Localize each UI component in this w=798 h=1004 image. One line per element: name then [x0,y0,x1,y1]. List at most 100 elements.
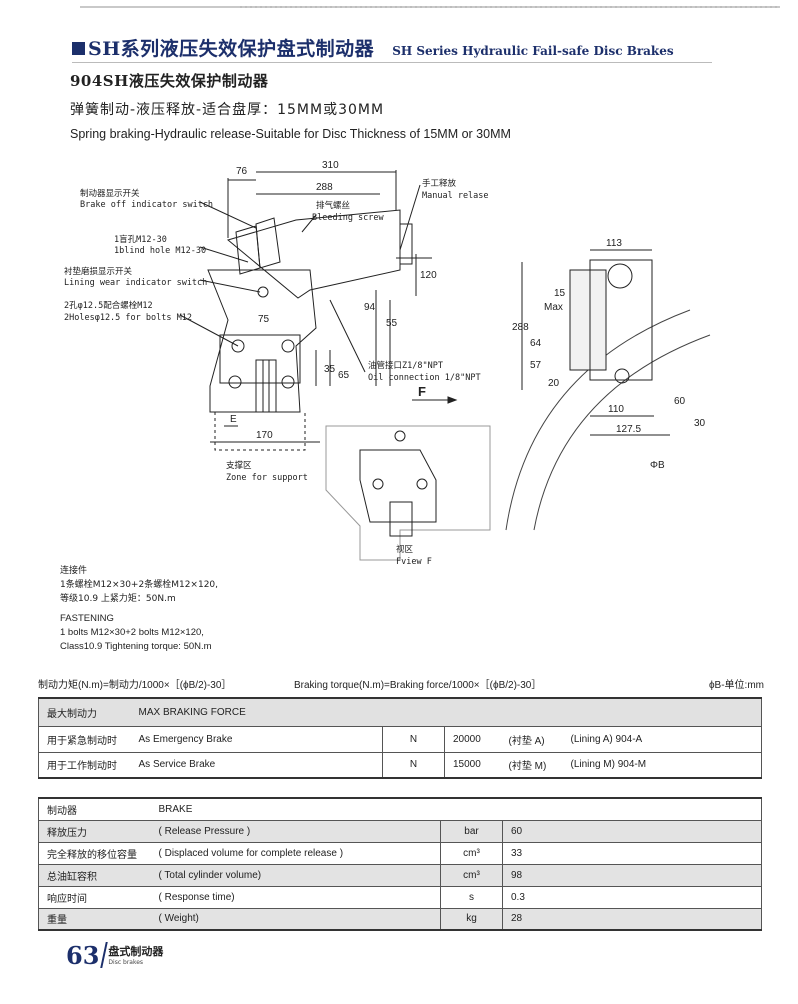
dim-76: 76 [236,166,248,177]
dim-60: 60 [674,396,686,407]
dim-170: 170 [256,430,273,441]
footer-section: 盘式制动器 Disc brakes [108,946,163,968]
table-row: 用于紧急制动时 As Emergency Brake N 20000 (衬垫 A… [38,725,762,753]
view-f-caliper [359,449,437,523]
dim-max: Max [544,302,563,313]
label-oil-en: Oil connection 1/8"NPT [368,373,481,383]
footer-section-en: Disc brakes [108,959,144,966]
spec-row-cn: 总油缸容积 [38,863,151,887]
braking-force-table: 最大制动力 MAX BRAKING FORCE 用于紧急制动时 As Emerg… [38,697,762,779]
technical-drawing: 制动器显示开关 Brake off indicator switch 1盲孔M1… [60,150,760,570]
force-row-en: As Service Brake [130,751,383,779]
dim-110: 110 [608,404,624,415]
label-support-cn: 支撑区 [226,460,252,471]
label-holes-en: 2Holesφ12.5 for bolts M12 [64,313,192,323]
spec-row-cn: 释放压力 [38,819,151,843]
spec-row-cn: 完全释放的移位容量 [38,841,151,865]
label-view-cn: 视区 [396,544,414,555]
dim-310: 310 [322,160,339,171]
footer-section-cn: 盘式制动器 [108,945,164,958]
subtitle-cn: 弹簧制动-液压释放-适合盘厚：15MM或30MM [70,102,385,118]
dim-288: 288 [316,182,333,193]
spec-header-cn: 制动器 [38,797,151,821]
drawing-svg: 制动器显示开关 Brake off indicator switch 1盲孔M1… [64,160,711,567]
force-row-value: 20000 [444,725,501,753]
spec-row-en: ( Total cylinder volume) [150,863,441,887]
cylinder-body [226,209,401,299]
page-footer: 63 盘式制动器 Disc brakes [66,942,163,968]
brake-spec-table: 制动器 BRAKE 释放压力 ( Release Pressure ) bar … [38,797,762,931]
cylinder-end [400,223,413,265]
force-row-lining-cn: (衬垫 M) [500,751,563,779]
spec-row-unit: cm³ [440,841,503,865]
table-header-row: 最大制动力 MAX BRAKING FORCE [38,697,762,727]
fastening-title-cn: 连接件 [60,566,88,576]
label-holes-cn: 2孔φ12.5配合螺栓M12 [64,300,153,311]
label-wear-switch-cn: 衬垫磨损显示开关 [64,266,133,277]
dim-94: 94 [364,302,376,313]
table-row: 释放压力 ( Release Pressure ) bar 60 [38,819,762,843]
brake-pad [255,359,277,413]
dim-113: 113 [606,238,622,249]
spec-row-value: 98 [502,863,762,887]
dim-phi-b: ΦB [650,460,665,471]
bolt-hole-4 [281,375,295,389]
formula-unit: ϕB-单位:mm [708,680,764,691]
label-off-switch-en: Brake off indicator switch [80,200,213,210]
formula-cn: 制动力矩(N.m)=制动力/1000×［(ϕB/2)-30］ [38,680,232,691]
label-arrow-f: F [418,384,426,399]
force-row-lining-en: (Lining M) 904-M [562,751,762,779]
page-header: SH系列液压失效保护盘式制动器 SH Series Hydraulic Fail… [72,34,674,61]
title-divider [72,62,712,63]
bolt-hole-2 [281,339,295,353]
label-blind-hole-cn: 1盲孔M12-30 [114,234,167,245]
dim-120: 120 [420,270,437,281]
force-row-unit: N [382,751,445,779]
dim-20: 20 [548,378,560,389]
title-square-icon [72,42,85,55]
label-bleed-en: Bleeding screw [312,213,385,223]
dim-57: 57 [530,360,542,371]
disc-arc-inner [533,334,711,531]
spec-row-value: 0.3 [502,885,762,909]
fastening-line2-cn: 等级10.9 上紧力矩：50N.m [60,594,176,604]
side-cylinder [607,263,633,289]
label-manual-cn: 手工释放 [422,178,457,189]
title-cn-group: SH系列液压失效保护盘式制动器 [72,34,374,61]
table-header-row: 制动器 BRAKE [38,797,762,821]
label-blind-hole-en: 1blind hole M12-30 [114,246,206,256]
disc-arc-outer [505,309,691,531]
label-oil-cn: 油管接口Z1/8"NPT [368,360,443,371]
label-manual-en: Manual relase [422,191,489,201]
dim-127-5: 127.5 [616,424,641,435]
spec-row-cn: 响应时间 [38,885,151,909]
force-row-en: As Emergency Brake [130,725,383,753]
spec-row-en: ( Response time) [150,885,441,909]
dim-75: 75 [258,314,270,325]
spec-row-en: ( Displaced volume for complete release … [150,841,441,865]
dim-288b: 288 [512,322,529,333]
dim-30: 30 [694,418,706,429]
caliper-lower [219,334,301,384]
dim-65: 65 [338,370,350,381]
bolt-hole-1 [231,339,245,353]
label-view-en: Fview F [396,557,432,567]
subtitle-en: Spring braking-Hydraulic release-Suitabl… [70,127,511,141]
fastening-line1-cn: 1条螺栓M12×30+2条螺栓M12×120, [60,580,219,590]
support-zone [325,425,491,561]
force-row-lining-cn: (衬垫 A) [500,725,563,753]
force-row-value: 15000 [444,751,501,779]
label-support-en: Zone for support [226,473,308,483]
spec-row-unit: bar [440,819,503,843]
page-title-en: SH Series Hydraulic Fail-safe Disc Brake… [392,44,674,58]
table-row: 用于工作制动时 As Service Brake N 15000 (衬垫 M) … [38,751,762,779]
table-row: 响应时间 ( Response time) s 0.3 [38,885,762,909]
page-number: 63 [66,941,100,970]
label-off-switch-cn: 制动器显示开关 [80,188,140,199]
spec-row-unit: cm³ [440,863,503,887]
spec-row-en: ( Release Pressure ) [150,819,441,843]
dim-35: 35 [324,364,336,375]
fastening-line1-en: 1 bolts M12×30+2 bolts M12×120, [60,627,204,638]
bolt-hole-3 [228,375,242,389]
force-row-cn: 用于紧急制动时 [38,725,131,753]
